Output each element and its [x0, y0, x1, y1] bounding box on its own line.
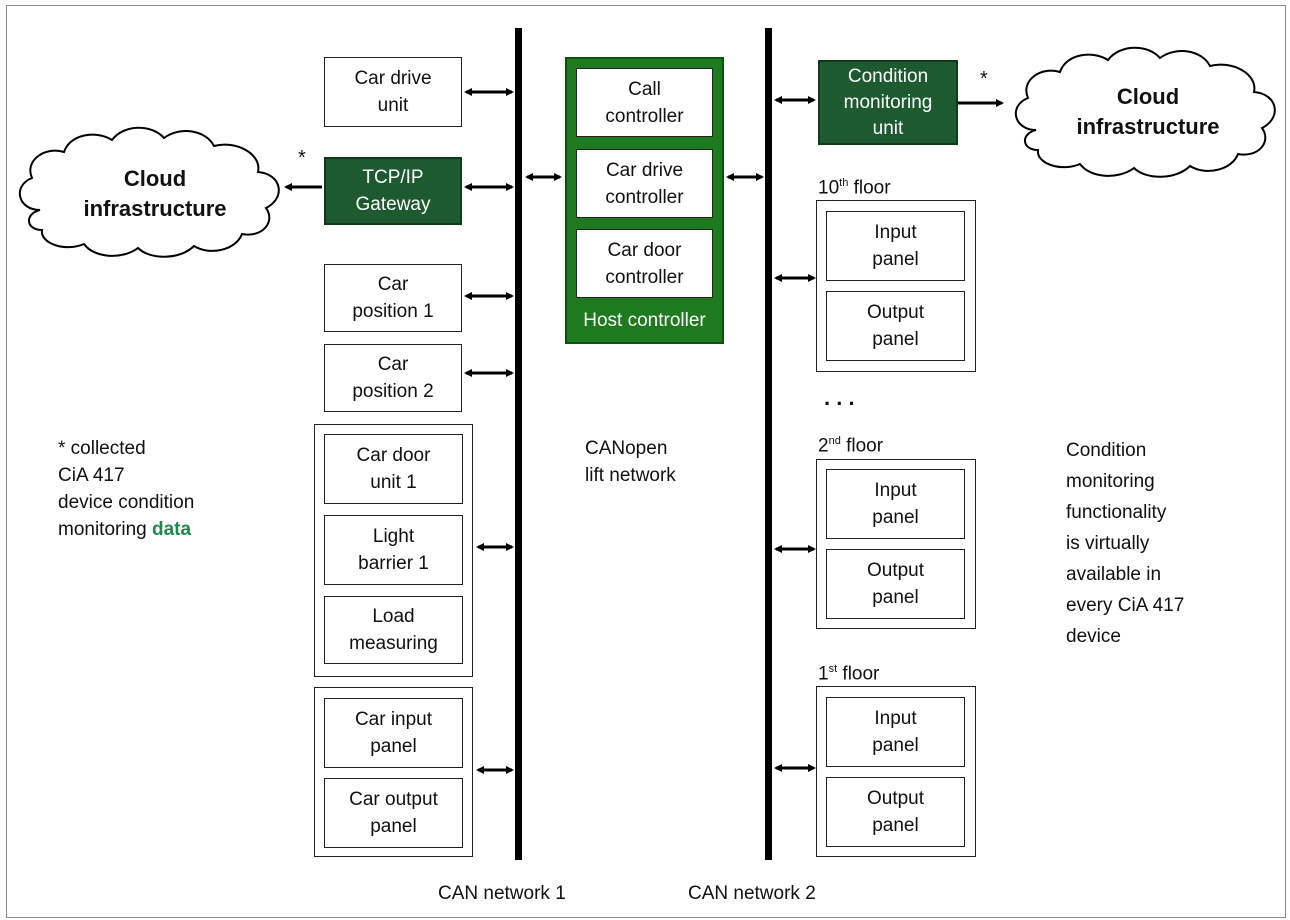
footnote-text: * collected CiA 417 device condition mon… [58, 438, 195, 540]
floor-2-label: 2nd floor [818, 435, 884, 457]
tcp-ip-gateway-box: TCP/IP Gateway [324, 157, 462, 225]
canopen-lift-network-label: CANopen lift network [585, 438, 676, 486]
floor-ellipsis: . . . [824, 385, 855, 410]
condition-monitoring-unit-box: Condition monitoring unit [818, 60, 958, 145]
floor-10-label: 10th floor [818, 177, 891, 199]
cloud-left-shape [18, 126, 280, 258]
floor-1-label: 1st floor [818, 663, 880, 685]
car-drive-unit-box: Car drive unit [324, 57, 462, 127]
host-controller-label: Host controller [583, 310, 706, 331]
footnote-highlight: data [152, 519, 192, 540]
cloud-left-label: Cloud infrastructure [83, 166, 227, 221]
diagram-frame [6, 5, 1286, 918]
floor-2-input-panel: Input panel [826, 469, 965, 539]
can-bus-1 [515, 28, 522, 860]
asterisk-left: * [298, 147, 306, 169]
floor-1-input-panel: Input panel [826, 697, 965, 767]
car-input-panel-box: Car input panel [324, 698, 463, 768]
car-output-panel-box: Car output panel [324, 778, 463, 848]
asterisk-right: * [980, 68, 988, 90]
car-door-controller-box: Car door controller [576, 229, 713, 298]
footnote: * collected CiA 417 device condition mon… [58, 435, 194, 543]
car-drive-controller-box: Car drive controller [576, 149, 713, 218]
cloud-right-label: Cloud infrastructure [1076, 84, 1220, 139]
can-network-1-label: CAN network 1 [438, 883, 566, 904]
call-controller-box: Call controller [576, 68, 713, 137]
floor-2-output-panel: Output panel [826, 549, 965, 619]
load-measuring-box: Load measuring [324, 596, 463, 664]
car-position-2-box: Car position 2 [324, 344, 462, 412]
floor-10-input-panel: Input panel [826, 211, 965, 281]
car-door-unit-1-box: Car door unit 1 [324, 434, 463, 504]
can-network-2-label: CAN network 2 [688, 883, 816, 904]
floor-1-output-panel: Output panel [826, 777, 965, 847]
right-note: Condition monitoring functionality is vi… [1066, 440, 1185, 647]
car-position-1-box: Car position 1 [324, 264, 462, 332]
can-bus-2 [765, 28, 772, 860]
floor-10-output-panel: Output panel [826, 291, 965, 361]
light-barrier-1-box: Light barrier 1 [324, 515, 463, 585]
cloud-right-shape [1014, 46, 1276, 178]
